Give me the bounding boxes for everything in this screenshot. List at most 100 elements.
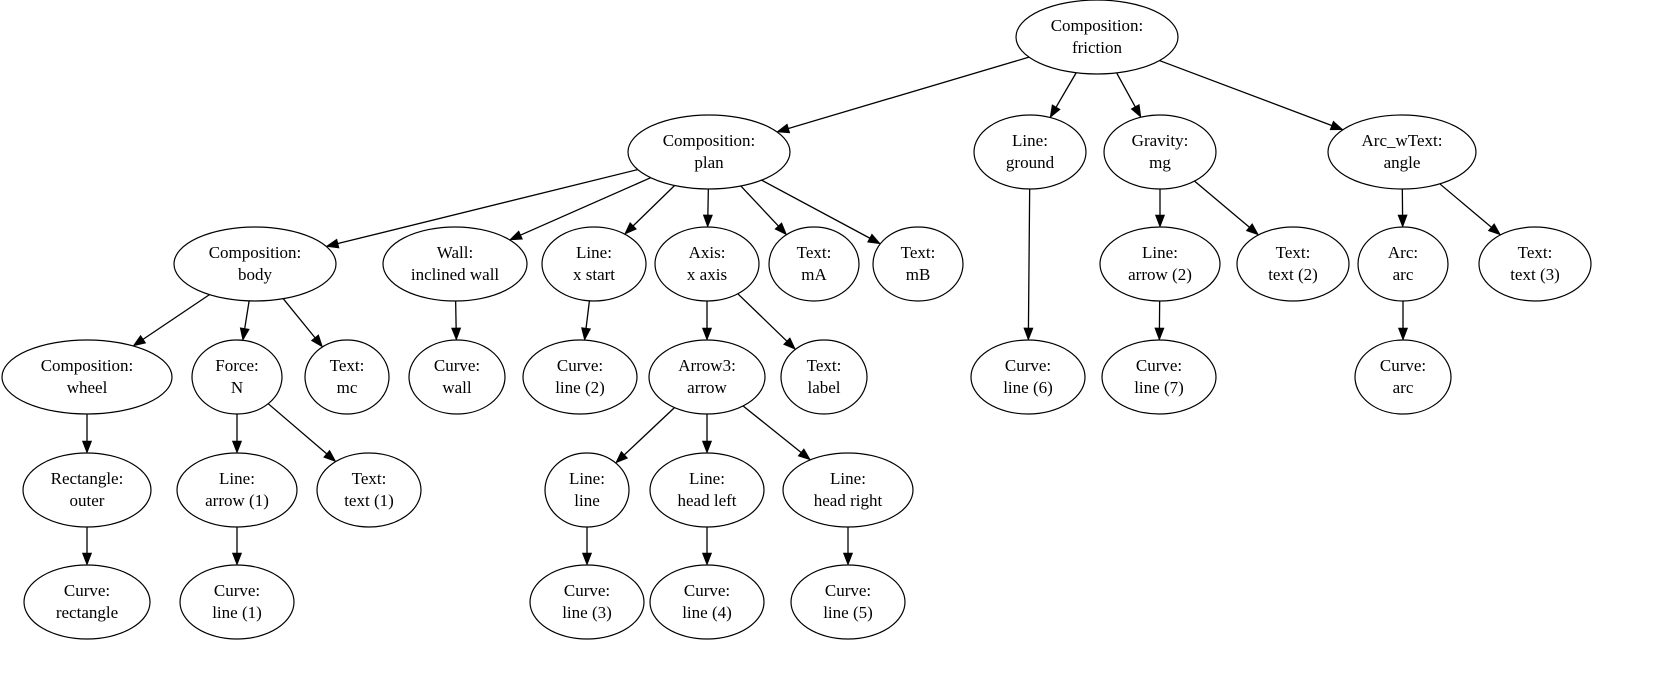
node-type-label: Curve: xyxy=(1380,356,1426,375)
edge-xaxis-to-label xyxy=(737,293,797,350)
node-headright[interactable]: Line:head right xyxy=(782,452,914,528)
node-outer[interactable]: Rectangle:outer xyxy=(22,452,152,528)
arrow-head-icon xyxy=(783,337,797,350)
node-ellipse[interactable] xyxy=(522,339,638,415)
node-xaxis[interactable]: Axis:x axis xyxy=(654,226,760,302)
node-wall[interactable]: Wall:inclined wall xyxy=(382,226,528,302)
node-label[interactable]: Text:label xyxy=(780,339,868,415)
node-line2[interactable]: Curve:line (2) xyxy=(522,339,638,415)
node-ellipse[interactable] xyxy=(649,564,765,640)
node-curvewall[interactable]: Curve:wall xyxy=(408,339,506,415)
node-arrow3[interactable]: Arrow3:arrow xyxy=(648,339,766,415)
node-line1[interactable]: Curve:line (1) xyxy=(179,564,295,640)
node-friction[interactable]: Composition:friction xyxy=(1015,0,1179,75)
node-ellipse[interactable] xyxy=(544,452,630,528)
node-ellipse[interactable] xyxy=(1357,226,1449,302)
node-ellipse[interactable] xyxy=(179,564,295,640)
edge-line xyxy=(761,179,871,239)
arrow-head-icon xyxy=(1487,223,1502,236)
node-rectangle[interactable]: Curve:rectangle xyxy=(23,564,151,640)
node-mB[interactable]: Text:mB xyxy=(872,226,964,302)
node-ellipse[interactable] xyxy=(1354,339,1452,415)
node-ellipse[interactable] xyxy=(173,226,337,302)
edge-line xyxy=(282,298,316,339)
node-ellipse[interactable] xyxy=(23,564,151,640)
node-line4[interactable]: Curve:line (4) xyxy=(649,564,765,640)
node-ellipse[interactable] xyxy=(408,339,506,415)
node-ellipse[interactable] xyxy=(176,452,298,528)
node-ellipse[interactable] xyxy=(1236,226,1350,302)
node-ellipse[interactable] xyxy=(970,339,1086,415)
node-arrow2[interactable]: Line:arrow (2) xyxy=(1099,226,1221,302)
node-type-label: Curve: xyxy=(1136,356,1182,375)
node-ellipse[interactable] xyxy=(1099,226,1221,302)
node-ellipse[interactable] xyxy=(22,452,152,528)
node-arc[interactable]: Arc:arc xyxy=(1357,226,1449,302)
node-gravity[interactable]: Gravity:mg xyxy=(1103,114,1217,190)
node-ellipse[interactable] xyxy=(627,114,791,190)
edge-headleft-to-line4 xyxy=(701,527,713,566)
arrow-head-icon xyxy=(702,214,713,228)
node-text2[interactable]: Text:text (2) xyxy=(1236,226,1350,302)
node-ellipse[interactable] xyxy=(316,452,422,528)
node-ellipse[interactable] xyxy=(304,339,390,415)
arrow-head-icon xyxy=(615,450,629,464)
node-name-label: arrow (2) xyxy=(1128,265,1192,284)
node-name-label: line (3) xyxy=(562,603,612,622)
arrow-head-icon xyxy=(1130,103,1142,118)
edge-line xyxy=(788,56,1030,130)
edge-xstart-to-line2 xyxy=(581,300,592,341)
node-ellipse[interactable] xyxy=(780,339,868,415)
edge-line xyxy=(1116,72,1136,107)
node-xstart[interactable]: Line:x start xyxy=(541,226,647,302)
node-wheel[interactable]: Composition:wheel xyxy=(1,339,173,415)
node-plan[interactable]: Composition:plan xyxy=(627,114,791,190)
node-ellipse[interactable] xyxy=(382,226,528,302)
node-ellipse[interactable] xyxy=(782,452,914,528)
edge-arc-to-curvearc xyxy=(1397,301,1409,341)
node-line5[interactable]: Curve:line (5) xyxy=(790,564,906,640)
node-ellipse[interactable] xyxy=(541,226,647,302)
node-ellipse[interactable] xyxy=(649,452,765,528)
node-forceN[interactable]: Force:N xyxy=(191,339,283,415)
node-ground[interactable]: Line:ground xyxy=(973,114,1087,190)
node-line7[interactable]: Curve:line (7) xyxy=(1101,339,1217,415)
node-ellipse[interactable] xyxy=(648,339,766,415)
arrow-head-icon xyxy=(231,440,243,454)
node-ellipse[interactable] xyxy=(872,226,964,302)
arrow-head-icon xyxy=(310,334,324,348)
node-ellipse[interactable] xyxy=(1101,339,1217,415)
node-ellipse[interactable] xyxy=(1103,114,1217,190)
node-body[interactable]: Composition:body xyxy=(173,226,337,302)
node-ellipse[interactable] xyxy=(654,226,760,302)
node-headleft[interactable]: Line:head left xyxy=(649,452,765,528)
node-type-label: Composition: xyxy=(1051,16,1144,35)
node-mc[interactable]: Text:mc xyxy=(304,339,390,415)
node-ellipse[interactable] xyxy=(1015,0,1179,75)
node-ellipse[interactable] xyxy=(191,339,283,415)
node-line3[interactable]: Curve:line (3) xyxy=(529,564,645,640)
node-type-label: Composition: xyxy=(663,131,756,150)
arrow-head-icon xyxy=(132,334,147,347)
node-text3[interactable]: Text:text (3) xyxy=(1478,226,1592,302)
node-ellipse[interactable] xyxy=(768,226,860,302)
node-mA[interactable]: Text:mA xyxy=(768,226,860,302)
node-text1[interactable]: Text:text (1) xyxy=(316,452,422,528)
arrow-head-icon xyxy=(231,552,243,566)
node-arrow1[interactable]: Line:arrow (1) xyxy=(176,452,298,528)
node-ellipse[interactable] xyxy=(1,339,173,415)
node-name-label: body xyxy=(238,265,273,284)
node-ellipse[interactable] xyxy=(973,114,1087,190)
node-angle[interactable]: Arc_wText:angle xyxy=(1327,114,1477,190)
node-curvearc[interactable]: Curve:arc xyxy=(1354,339,1452,415)
node-lineline[interactable]: Line:line xyxy=(544,452,630,528)
node-ellipse[interactable] xyxy=(529,564,645,640)
node-ellipse[interactable] xyxy=(1478,226,1592,302)
node-ellipse[interactable] xyxy=(1327,114,1477,190)
node-ellipse[interactable] xyxy=(790,564,906,640)
edge-friction-to-plan xyxy=(776,56,1030,134)
edge-line xyxy=(623,407,675,456)
node-name-label: head right xyxy=(814,491,883,510)
edge-line xyxy=(740,185,779,227)
node-line6[interactable]: Curve:line (6) xyxy=(970,339,1086,415)
